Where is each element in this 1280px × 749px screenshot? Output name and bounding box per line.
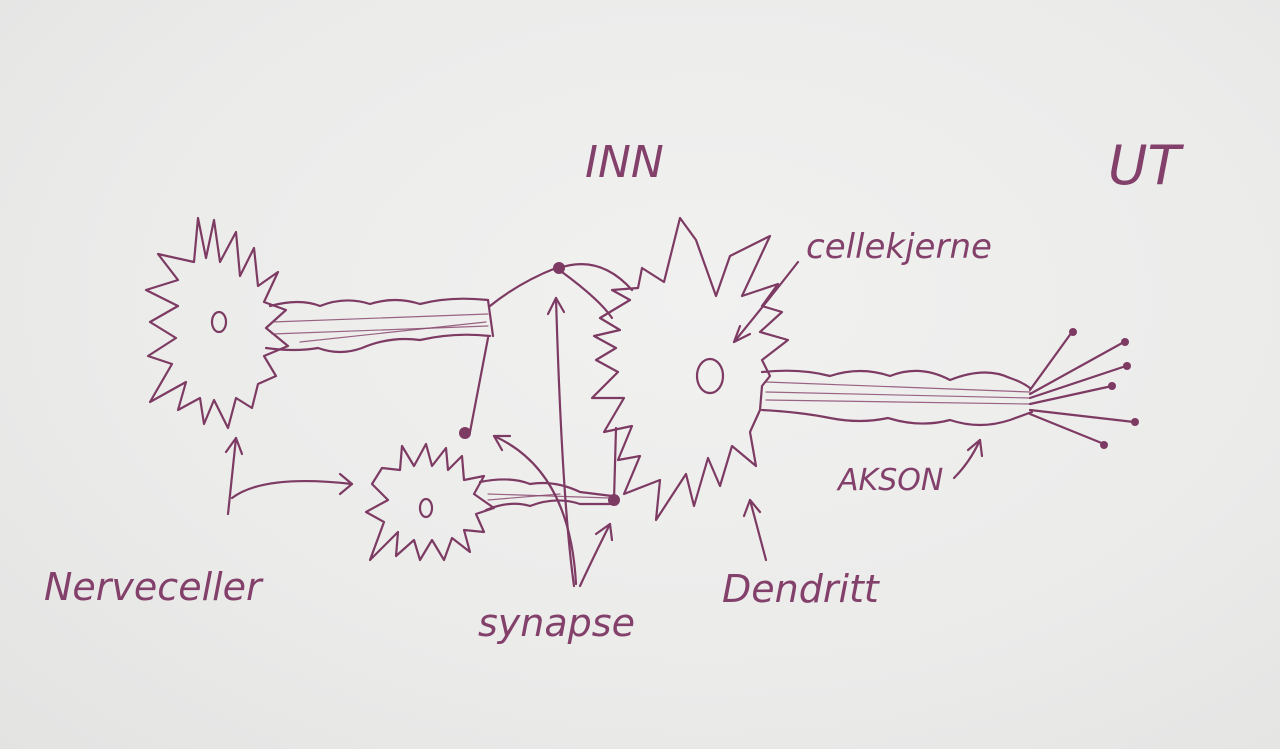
axon-terminals	[1028, 328, 1139, 449]
akson-arrow	[952, 438, 982, 480]
small-neuron-nucleus	[418, 497, 434, 519]
nerveceller-arrow-right	[230, 480, 354, 500]
label-dendritt: Dendritt	[722, 567, 881, 611]
left-axon-bottom	[264, 333, 492, 354]
right-axon-top	[760, 369, 1032, 390]
label-akson: AKSON	[836, 463, 943, 498]
nerveceller-arrow-up	[226, 436, 238, 516]
left-axon-to-small-neuron	[468, 336, 490, 434]
left-axon-top	[268, 297, 490, 308]
top-synapse-to-dendrite	[557, 263, 634, 292]
label-synapse: synapse	[478, 601, 635, 645]
left-axon	[264, 297, 495, 354]
right-axon	[760, 369, 1034, 427]
synapse-arrow-bottom	[578, 522, 612, 588]
top-synapse-line-down	[560, 270, 614, 320]
small-neuron	[364, 442, 496, 562]
small-axon-bottom	[484, 499, 612, 512]
small-axon-top	[478, 478, 614, 498]
left-neuron-nucleus	[210, 310, 228, 334]
synapse-arrow-left	[492, 434, 578, 586]
small-neuron-body	[364, 442, 496, 562]
left-neuron-body	[144, 216, 290, 430]
big-neuron-body	[590, 216, 790, 522]
big-neuron-nucleus	[695, 357, 725, 395]
left-neuron	[144, 216, 290, 430]
big-neuron	[590, 216, 790, 522]
synapse-dot-left	[459, 427, 471, 439]
label-nerveceller: Nerveceller	[44, 565, 264, 609]
label-ut: UT	[1108, 134, 1185, 197]
right-axon-bottom	[760, 408, 1034, 427]
left-axon-to-top-synapse	[488, 266, 558, 308]
label-inn: INN	[585, 137, 664, 188]
cellekjerne-arrow	[732, 260, 800, 344]
label-cellekjerne: cellekjerne	[806, 227, 992, 267]
bottom-synapse-to-dendrite	[612, 426, 618, 502]
synapse-arrow-top	[554, 296, 576, 588]
dendritt-arrow	[748, 498, 768, 562]
